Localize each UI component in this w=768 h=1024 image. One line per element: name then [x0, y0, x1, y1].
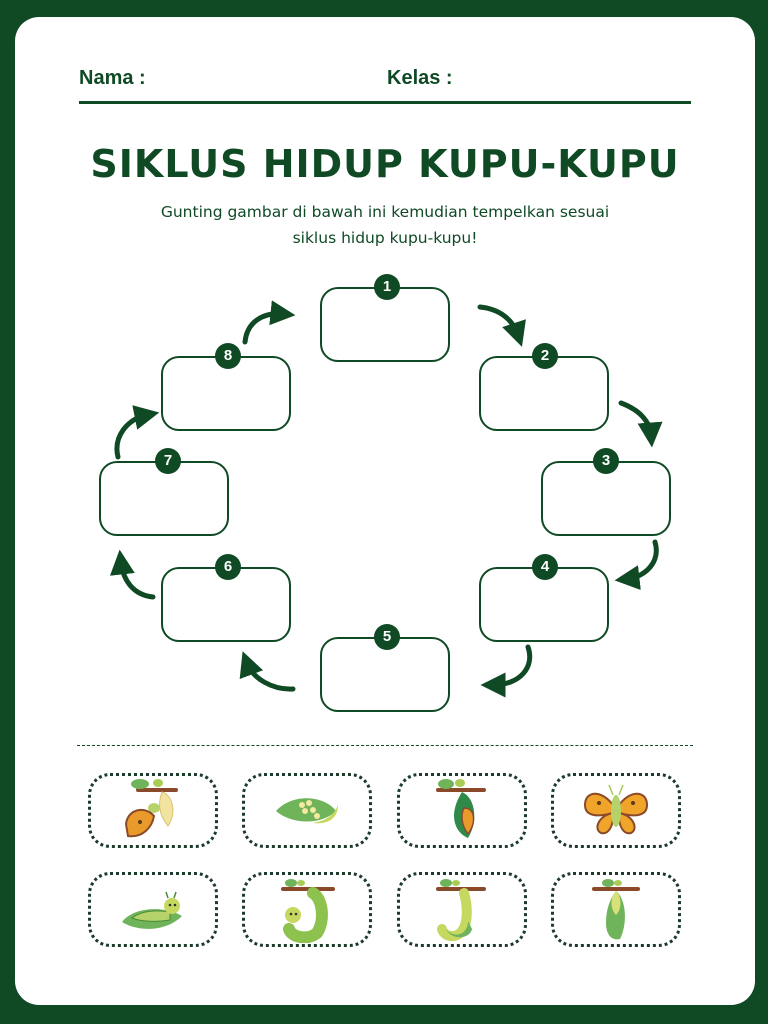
step-badge-2: 2: [532, 343, 558, 369]
cycle-box-8: 8: [161, 343, 291, 431]
name-label: Nama :: [79, 67, 146, 89]
hanging-caterpillar-icon: [281, 878, 335, 943]
cutout-card-3[interactable]: [397, 773, 527, 848]
arrow-4-to-5: [480, 644, 533, 698]
step-badge-1: 1: [374, 274, 400, 300]
instruction-line-1: Gunting gambar di bawah ini kemudian tem…: [160, 203, 610, 221]
cycle-box-1: 1: [320, 274, 450, 362]
instruction-text: Gunting gambar di bawah ini kemudian tem…: [15, 199, 755, 251]
cutout-card-2[interactable]: [242, 773, 372, 848]
cycle-box-3: 3: [541, 448, 671, 536]
eggs-on-leaf-icon: [276, 797, 338, 823]
adult-butterfly-icon: [583, 784, 649, 834]
cycle-arrows: [109, 300, 663, 698]
cutout-card-8[interactable]: [551, 872, 681, 947]
instruction-line-2: siklus hidup kupu-kupu!: [292, 229, 478, 247]
class-label: Kelas :: [387, 67, 453, 89]
step-badge-6: 6: [215, 554, 241, 580]
cycle-box-7: 7: [99, 448, 229, 536]
step-badge-8: 8: [215, 343, 241, 369]
arrow-7-to-8: [114, 405, 160, 460]
header-underline: [79, 101, 691, 104]
arrow-5-to-6: [239, 651, 296, 692]
cutout-card-5[interactable]: [88, 872, 218, 947]
cutout-card-6[interactable]: [242, 872, 372, 947]
j-shape-caterpillar-icon: [436, 878, 486, 941]
cycle-box-4: 4: [479, 554, 609, 642]
arrow-6-to-7: [109, 549, 156, 600]
caterpillar-on-leaf-icon: [122, 891, 182, 929]
cycle-box-5: 5: [320, 624, 450, 712]
cycle-box-6: 6: [161, 554, 291, 642]
green-chrysalis-icon: [592, 878, 640, 939]
arrow-3-to-4: [614, 539, 659, 591]
step-badge-7: 7: [155, 448, 181, 474]
butterfly-emerging-icon: [124, 778, 178, 837]
arrow-8-to-1: [242, 300, 296, 345]
page-title: SIKLUS HIDUP KUPU-KUPU: [90, 142, 680, 186]
cutout-card-7[interactable]: [397, 872, 527, 947]
step-badge-3: 3: [593, 448, 619, 474]
cut-line: [77, 745, 693, 746]
arrow-2-to-3: [618, 400, 663, 448]
cycle-box-2: 2: [479, 343, 609, 431]
step-badge-5: 5: [374, 624, 400, 650]
arrow-1-to-2: [477, 304, 526, 347]
dark-chrysalis-icon: [436, 778, 486, 838]
cutout-card-1[interactable]: [88, 773, 218, 848]
worksheet-page: Nama : Kelas : SIKLUS HIDUP KUPU-KUPU Gu…: [15, 17, 755, 1005]
step-badge-4: 4: [532, 554, 558, 580]
cutout-card-4[interactable]: [551, 773, 681, 848]
